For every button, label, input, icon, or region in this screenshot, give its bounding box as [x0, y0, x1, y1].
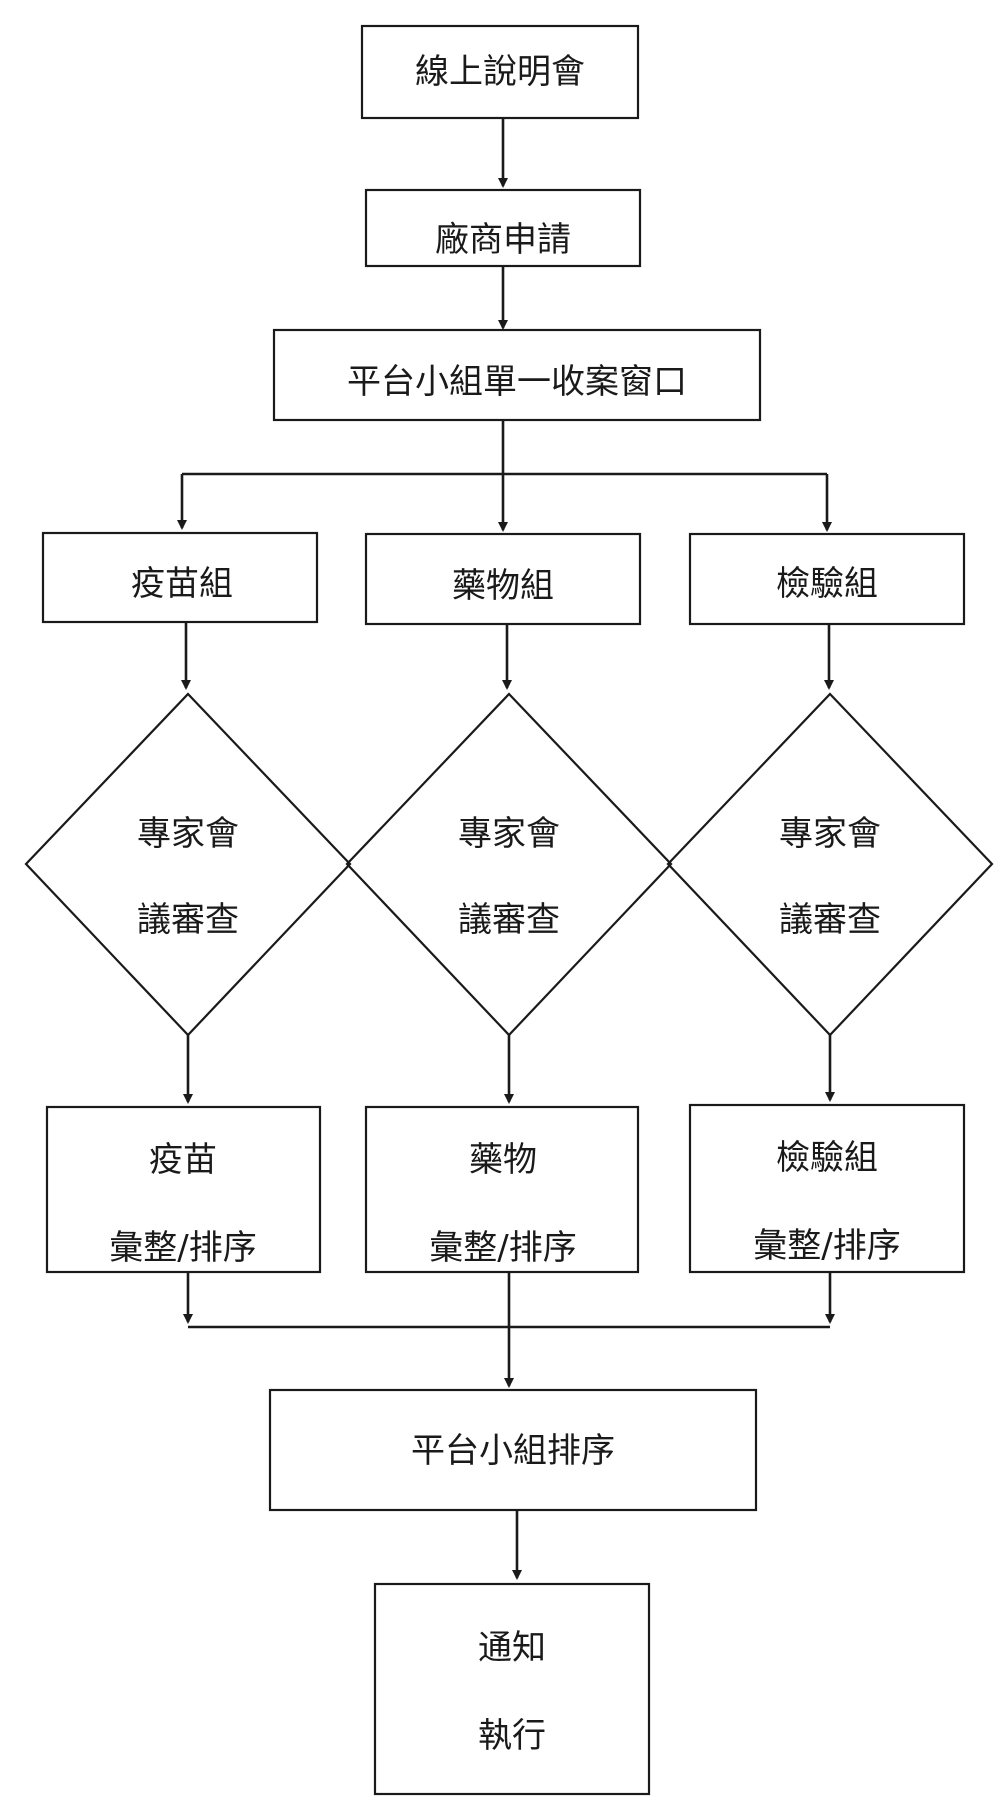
node-group-testing-label: 檢驗組: [776, 564, 878, 604]
node-online-briefing-label: 線上說明會: [415, 52, 585, 92]
node-group-vaccine-label: 疫苗組: [131, 564, 233, 604]
node-notify-execute: 通知 執行: [373, 1582, 651, 1796]
node-vendor-application: 廠商申請: [364, 188, 642, 268]
node-group-drug: 藥物組: [364, 532, 642, 626]
node-review-vaccine-line1: 專家會: [137, 814, 239, 854]
node-single-intake-window-label: 平台小組單一收案窗口: [347, 362, 687, 402]
node-group-testing: 檢驗組: [688, 532, 966, 626]
node-summary-drug: 藥物 彙整/排序: [364, 1105, 640, 1274]
node-summary-testing-line1: 檢驗組: [776, 1138, 878, 1178]
node-notify-execute-line1: 通知: [478, 1628, 546, 1668]
node-review-vaccine: 專家會 議審查: [24, 692, 352, 1037]
node-review-drug-line2: 議審查: [458, 900, 560, 940]
node-review-testing: 專家會 議審查: [666, 692, 994, 1037]
node-single-intake-window: 平台小組單一收案窗口: [272, 328, 762, 422]
node-review-testing-line1: 專家會: [779, 814, 881, 854]
node-notify-execute-line2: 執行: [478, 1716, 546, 1756]
node-summary-drug-line2: 彙整/排序: [429, 1228, 576, 1268]
node-review-testing-line2: 議審查: [779, 900, 881, 940]
node-platform-ranking: 平台小組排序: [268, 1388, 758, 1512]
node-summary-vaccine: 疫苗 彙整/排序: [45, 1105, 322, 1274]
connectors: [177, 118, 835, 1580]
node-summary-testing-line2: 彙整/排序: [753, 1226, 900, 1266]
node-summary-drug-line1: 藥物: [469, 1140, 537, 1180]
node-summary-vaccine-line2: 彙整/排序: [109, 1228, 256, 1268]
node-vendor-application-label: 廠商申請: [435, 220, 571, 260]
node-platform-ranking-label: 平台小組排序: [411, 1431, 615, 1471]
node-summary-vaccine-line1: 疫苗: [149, 1140, 217, 1180]
node-review-drug: 專家會 議審查: [345, 692, 673, 1037]
node-online-briefing: 線上說明會: [360, 24, 640, 120]
node-review-vaccine-line2: 議審查: [137, 900, 239, 940]
node-review-drug-line1: 專家會: [458, 814, 560, 854]
node-group-drug-label: 藥物組: [452, 566, 554, 606]
node-group-vaccine: 疫苗組: [41, 531, 319, 624]
node-summary-testing: 檢驗組 彙整/排序: [688, 1103, 966, 1274]
